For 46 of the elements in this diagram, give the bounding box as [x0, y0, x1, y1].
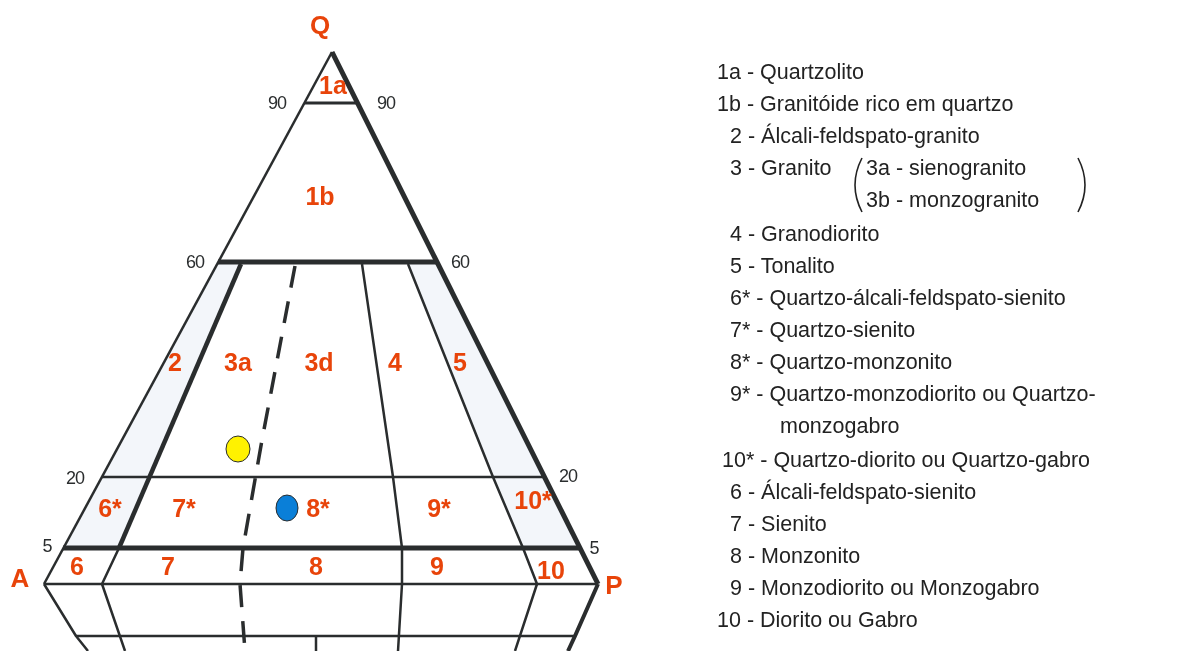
key-entry: 6* - Quartzo-álcali-feldspato-sienito	[730, 285, 1066, 312]
field-number: 7*	[172, 495, 196, 521]
key-entry: 2 - Álcali-feldspato-granito	[730, 122, 980, 150]
key-entry: 8 - Monzonito	[730, 543, 861, 570]
key-entry: 10 - Diorito ou Gabro	[717, 607, 918, 634]
field-number: 3a	[224, 349, 252, 375]
key-entry: 1b - Granitóide rico em quartzo	[717, 91, 1014, 118]
tick-value: 5	[42, 537, 52, 555]
key-entry: 5 - Tonalito	[730, 253, 835, 280]
field-number: 9	[430, 553, 444, 579]
field-number: 6	[70, 553, 84, 579]
tick-value: 5	[589, 539, 599, 557]
field-number: 4	[388, 349, 402, 375]
vertex-label: A	[10, 565, 30, 591]
field-number: 3d	[304, 349, 334, 375]
tick-value: 20	[66, 469, 84, 487]
key-entry: 6 - Álcali-feldspato-sienito	[730, 478, 977, 506]
field-number: 2	[168, 349, 182, 375]
field-number: 7	[161, 553, 175, 579]
key-entry: 4 - Granodiorito	[730, 221, 880, 248]
tick-value: 60	[186, 253, 204, 271]
key-entry: 3b - monzogranito	[866, 187, 1040, 214]
key-entry: 1a - Quartzolito	[717, 59, 864, 86]
vertex-label: Q	[309, 12, 331, 38]
field-number: 10*	[514, 487, 552, 513]
field-number: 6*	[98, 495, 122, 521]
field-number: 1a	[319, 72, 347, 98]
tick-value: 90	[377, 94, 395, 112]
key-entry: 10* - Quartzo-diorito ou Quartzo-gabro	[722, 447, 1091, 474]
tick-value: 90	[268, 94, 286, 112]
key-entry: 7 - Sienito	[730, 511, 827, 538]
vertex-label: P	[605, 572, 623, 598]
field-number: 8*	[306, 495, 330, 521]
field-number: 1b	[305, 183, 335, 209]
key-entry: 3a - sienogranito	[866, 155, 1027, 182]
tick-value: 60	[451, 253, 469, 271]
key-entry: 8* - Quartzo-monzonito	[730, 349, 953, 376]
key-entry: 7* - Quartzo-sienito	[730, 317, 916, 344]
key-entry: 3 - Granito	[730, 155, 832, 182]
key-entry: 9 - Monzodiorito ou Monzogabro	[730, 575, 1040, 602]
field-number: 8	[309, 553, 323, 579]
key-entry: 9* - Quartzo-monzodiorito ou Quartzo-monzogabro	[730, 381, 1097, 440]
field-number: 5	[453, 349, 467, 375]
field-number: 10	[537, 557, 565, 583]
tick-value: 20	[559, 467, 577, 485]
field-number: 9*	[427, 495, 451, 521]
